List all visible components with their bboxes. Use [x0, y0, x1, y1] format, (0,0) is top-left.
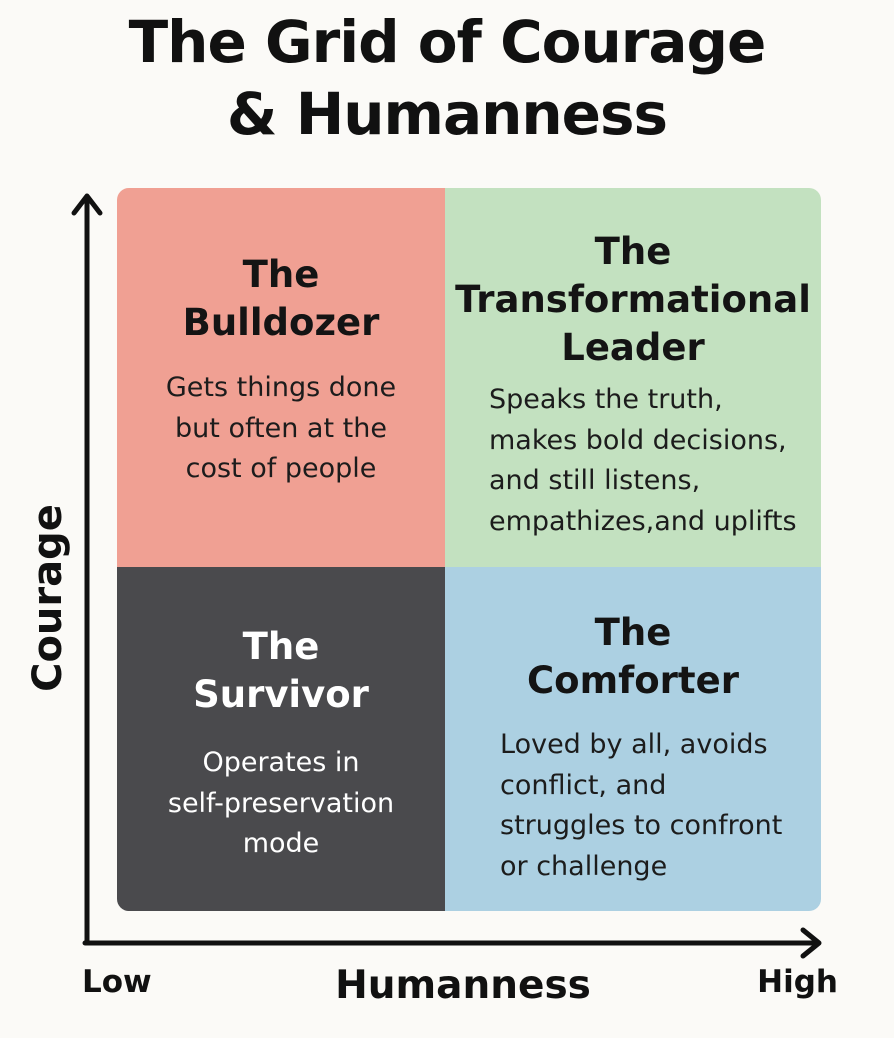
quadrant-comforter: The Comforter Loved by all, avoids confl… — [445, 567, 821, 911]
x-axis-high-label: High — [757, 964, 838, 1000]
quadrant-transformational-leader-description: Speaks the truth, makes bold decisions, … — [489, 380, 821, 542]
quadrant-description-line: or challenge — [500, 850, 668, 882]
quadrant-survivor: The Survivor Operates in self-preservati… — [117, 567, 445, 911]
quadrant-title-line: Survivor — [193, 673, 369, 716]
quadrant-survivor-title: The Survivor — [117, 623, 445, 719]
quadrant-description-line: cost of people — [185, 453, 377, 484]
title-line-2: & Humanness — [226, 80, 668, 148]
quadrant-description-line: struggles to confront — [500, 810, 783, 841]
x-axis-arrow-icon — [800, 927, 822, 959]
quadrant-description-line: Speaks the truth, — [489, 384, 723, 415]
quadrant-title-line: The — [242, 253, 320, 296]
quadrant-title-line: The — [594, 230, 672, 273]
x-axis-label: Humanness — [335, 963, 591, 1008]
y-axis-arrow-icon — [71, 193, 103, 216]
quadrant-title-line: Transformational — [455, 278, 811, 321]
quadrant-bulldozer-title: The Bulldozer — [117, 251, 445, 347]
quadrant-bulldozer: The Bulldozer Gets things done but often… — [117, 188, 445, 567]
quadrant-title-line: Bulldozer — [182, 301, 380, 344]
quadrant-description-line: self-preservation — [167, 787, 395, 819]
quadrant-description-line: conflict, and — [500, 769, 667, 801]
title-line-1: The Grid of Courage — [128, 8, 767, 76]
quadrant-bulldozer-description: Gets things done but often at the cost o… — [117, 368, 445, 490]
quadrant-grid: The Bulldozer Gets things done but often… — [117, 188, 821, 911]
quadrant-comforter-description: Loved by all, avoids conflict, and strug… — [500, 725, 821, 887]
y-axis-label-text: Courage — [25, 504, 71, 692]
page-title: The Grid of Courage & Humanness — [0, 6, 894, 150]
quadrant-transformational-leader: The Transformational Leader Speaks the t… — [445, 188, 821, 567]
quadrant-description-line: Gets things done — [165, 372, 397, 403]
quadrant-title-line: Leader — [561, 326, 705, 369]
quadrant-survivor-description: Operates in self-preservation mode — [117, 743, 445, 865]
x-axis-low-label: Low — [82, 964, 152, 1000]
quadrant-title-line: The — [594, 611, 672, 654]
quadrant-description-line: mode — [242, 828, 320, 859]
quadrant-description-line: makes bold decisions, — [489, 424, 787, 456]
quadrant-description-line: Loved by all, avoids — [500, 729, 768, 760]
quadrant-description-line: empathizes,and uplifts — [489, 505, 797, 537]
quadrant-comforter-title: The Comforter — [445, 609, 821, 705]
quadrant-transformational-leader-title: The Transformational Leader — [445, 228, 821, 372]
quadrant-description-line: Operates in — [202, 747, 360, 778]
quadrant-description-line: but often at the — [175, 412, 387, 444]
quadrant-title-line: Comforter — [527, 659, 739, 702]
quadrant-title-line: The — [242, 625, 320, 668]
quadrant-description-line: and still listens, — [489, 465, 701, 496]
